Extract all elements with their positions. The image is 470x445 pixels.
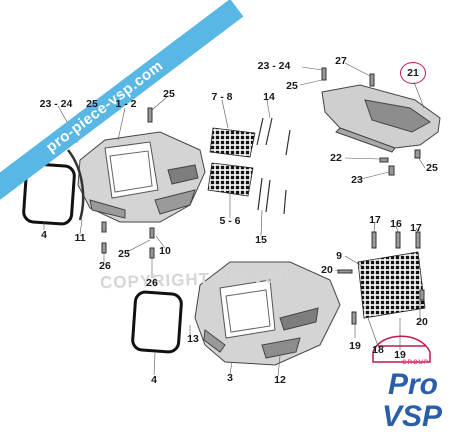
callout-3: 3 [227,371,233,384]
callout-27: 27 [335,54,347,67]
callout-25-top: 25 [286,79,298,92]
callout-4-left: 4 [41,228,47,241]
mesh-grilles [207,127,256,197]
callout-4-bottom: 4 [151,373,157,386]
logo-group-text: GROUP [402,360,430,366]
callout-1-2: 1 - 2 [115,97,137,110]
callout-19-right: 19 [394,348,406,361]
callout-20-bottom: 20 [416,315,428,328]
callout-20-top: 20 [321,263,333,276]
callout-10: 10 [159,244,171,257]
callout-19-left: 19 [349,339,361,352]
callout-14: 14 [263,90,275,103]
callout-25-bottom: 25 [118,247,130,260]
callout-23-right: 23 [351,173,363,186]
callout-26-center: 26 [146,276,158,289]
callout-13: 13 [187,332,199,345]
callout-25-right: 25 [426,161,438,174]
callout-15: 15 [255,233,267,246]
callout-23-24-top: 23 - 24 [257,59,291,72]
callout-22: 22 [330,151,342,164]
callout-16: 16 [390,217,402,230]
callout-21-highlighted: 21 [400,62,426,84]
rear-spoiler-part [321,84,441,153]
callout-5-6: 5 - 6 [219,214,241,227]
callout-17-right: 17 [410,221,422,234]
grille-clips [256,117,291,215]
callout-9: 9 [336,249,342,262]
logo-pro-text: Pro [388,368,439,401]
car-silhouette-icon [372,335,431,363]
callout-7-8: 7 - 8 [211,90,233,103]
front-bumper-upper-part [77,131,206,223]
logo-vsp-text: VSP [382,400,443,433]
callout-26-left: 26 [99,259,111,272]
front-bumper-lower-part [194,261,341,366]
callout-25-center: 25 [163,87,175,100]
copyright-brand: Pro VSP [215,266,291,289]
rear-grille-part [357,251,426,319]
callout-17-left: 17 [369,213,381,226]
callout-18: 18 [372,343,384,356]
callout-25-left: 25 [86,97,98,110]
spoiler-fasteners [321,67,421,176]
side-strip-part [67,149,85,221]
gasket-frame-bottom [131,290,183,354]
gasket-frame-left [22,162,76,226]
callout-11: 11 [74,231,86,244]
callout-12: 12 [274,373,286,386]
leader-lines [43,62,426,377]
provsp-logo: GROUP Pro VSP [372,360,464,436]
callout-23-24-left: 23 - 24 [39,97,73,110]
